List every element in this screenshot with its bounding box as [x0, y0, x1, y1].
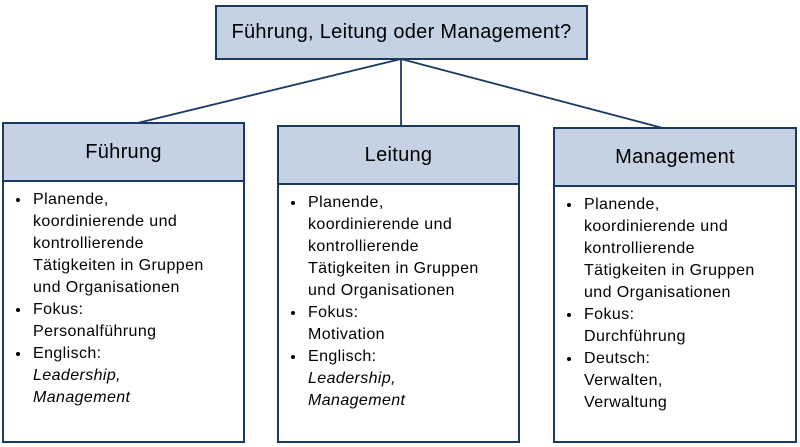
bullet-list: Planende, koordinierende und kontrollier… — [4, 189, 239, 409]
bullet-text: Planende, koordinierende und kontrollier… — [584, 196, 755, 301]
root-title: Führung, Leitung oder Management? — [231, 21, 572, 43]
bullet-item: Planende, koordinierende und kontrollier… — [31, 189, 239, 299]
bullet-item: Planende, koordinierende und kontrollier… — [306, 192, 514, 302]
bullet-detail: Leadership, Management — [33, 367, 131, 406]
column-body: Planende, koordinierende und kontrollier… — [555, 187, 795, 414]
column-management: Management Planende, koordinierende und … — [553, 127, 797, 443]
bullet-item: Englisch: Leadership, Management — [306, 346, 514, 412]
bullet-list: Planende, koordinierende und kontrollier… — [555, 194, 791, 414]
connector-line-left — [124, 58, 402, 127]
column-header-management: Management — [555, 129, 795, 187]
bullet-item: Englisch: Leadership, Management — [31, 343, 239, 409]
bullet-text: Planende, koordinierende und kontrollier… — [308, 194, 479, 299]
column-header-fuehrung: Führung — [4, 124, 243, 182]
bullet-text: Fokus: Durchführung — [584, 306, 686, 345]
column-title: Führung — [85, 140, 162, 163]
bullet-text: Englisch: — [33, 345, 102, 362]
root-node: Führung, Leitung oder Management? — [215, 5, 588, 60]
bullet-item: Planende, koordinierende und kontrollier… — [582, 194, 791, 304]
column-header-leitung: Leitung — [279, 127, 518, 185]
column-title: Leitung — [364, 143, 433, 166]
bullet-list: Planende, koordinierende und kontrollier… — [279, 192, 514, 412]
column-body: Planende, koordinierende und kontrollier… — [4, 182, 243, 409]
bullet-item: Fokus: Personalführung — [31, 299, 239, 343]
column-leitung: Leitung Planende, koordinierende und kon… — [277, 125, 520, 443]
bullet-detail: Verwalten, Verwaltung — [584, 372, 668, 411]
bullet-detail: Leadership, Management — [308, 370, 406, 409]
bullet-text: Fokus: Motivation — [308, 304, 385, 343]
bullet-item: Deutsch: Verwalten, Verwaltung — [582, 348, 791, 414]
bullet-text: Planende, koordinierende und kontrollier… — [33, 191, 204, 296]
bullet-text: Deutsch: — [584, 350, 651, 367]
bullet-item: Fokus: Durchführung — [582, 304, 791, 348]
column-body: Planende, koordinierende und kontrollier… — [279, 185, 518, 412]
bullet-text: Englisch: — [308, 348, 377, 365]
bullet-text: Fokus: Personalführung — [33, 301, 157, 340]
column-title: Management — [615, 145, 735, 168]
bullet-item: Fokus: Motivation — [306, 302, 514, 346]
connector-line-right — [400, 58, 675, 132]
column-fuehrung: Führung Planende, koordinierende und kon… — [2, 122, 245, 443]
